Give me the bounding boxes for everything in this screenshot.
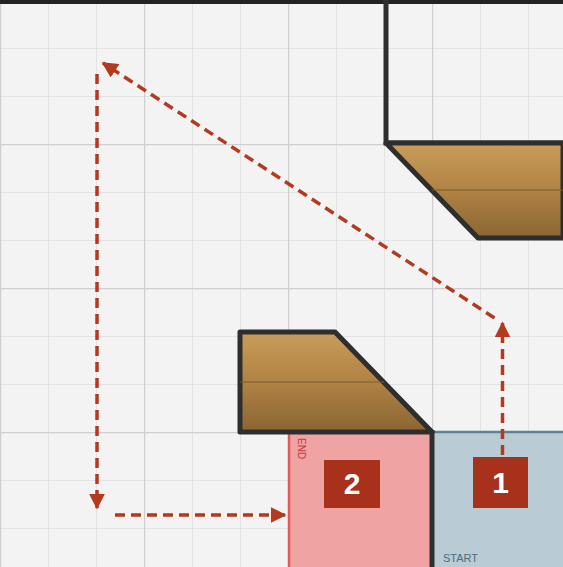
walk-path-segment (501, 323, 505, 455)
start-zone: START 1 (432, 432, 563, 567)
zone-edge (288, 432, 291, 567)
callout-number: 1 (473, 457, 528, 508)
end-zone-fill (288, 432, 432, 567)
counter (240, 332, 432, 432)
callout-number: 2 (344, 469, 361, 499)
counter (386, 143, 563, 238)
walk-path-segment (103, 63, 495, 318)
walk-path-segment (115, 513, 285, 517)
zone-label: START (443, 553, 478, 564)
zone-label: END (296, 438, 306, 459)
walk-path (97, 63, 503, 515)
callout-number: 1 (492, 468, 509, 498)
wall (386, 0, 563, 143)
counter-seam (432, 189, 563, 190)
wall (0, 0, 563, 4)
counter-seam (240, 381, 384, 382)
walk-path-segment (95, 74, 99, 508)
zone-edge (432, 431, 563, 434)
start-zone-fill (432, 432, 563, 567)
callout-number: 2 (324, 460, 380, 508)
wall (430, 430, 435, 567)
end-zone: END 2 (288, 432, 432, 567)
